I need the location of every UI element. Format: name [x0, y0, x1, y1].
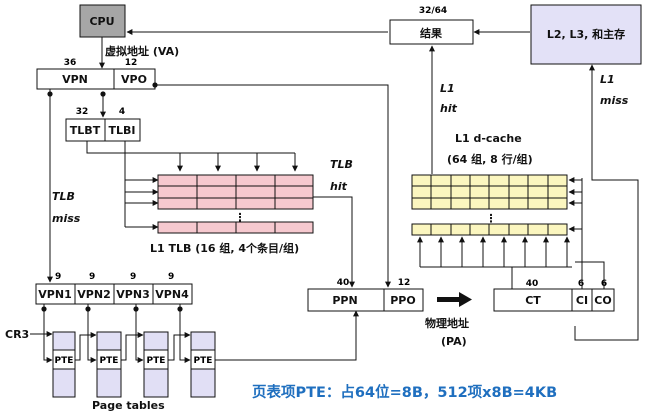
ct-bits: 40: [526, 279, 539, 289]
page-table-2: [96, 331, 122, 398]
page-table-4: [190, 331, 216, 398]
cpu-label: CPU: [89, 15, 114, 28]
vpn4-field: VPN4: [155, 288, 189, 301]
result-label: 结果: [419, 26, 442, 40]
vpn4-bits: 9: [168, 272, 174, 282]
tlb-hit-label: TLB: [330, 158, 353, 171]
tlb-index-box: [65, 118, 141, 142]
l1-hit-label-2: hit: [440, 102, 458, 115]
memory-label: L2, L3, 和主存: [547, 27, 625, 41]
vpn2-bits: 9: [89, 272, 95, 282]
tlb-dots: ⋮: [235, 211, 246, 224]
pa-label-2: (PA): [441, 335, 467, 348]
result-bits: 32/64: [419, 6, 447, 16]
va-label: 虚拟地址 (VA): [105, 44, 179, 58]
ct-field: CT: [525, 294, 541, 307]
pte-3: PTE: [147, 356, 166, 366]
vpn-bits: 36: [64, 58, 77, 68]
tlbt-bits: 32: [76, 107, 89, 117]
vpn2-field: VPN2: [77, 288, 110, 301]
l1-hit-label: L1: [440, 82, 455, 95]
cache-title: L1 d-cache: [455, 132, 522, 145]
pa-box: [307, 288, 424, 312]
tlbi-field: TLBI: [109, 124, 136, 137]
vpn-field: VPN: [62, 73, 88, 86]
vpn1-bits: 9: [55, 272, 61, 282]
co-field: CO: [594, 294, 611, 307]
pte-2: PTE: [100, 356, 119, 366]
pte-1: PTE: [55, 356, 74, 366]
tlb-sets: [157, 174, 314, 234]
tlbi-bits: 4: [119, 107, 125, 117]
cpu-box: [79, 4, 126, 38]
vpo-field: VPO: [121, 73, 147, 86]
cache-sets: [411, 174, 568, 236]
pa-to-cache-arrow: [437, 297, 461, 302]
va-box: [36, 68, 156, 90]
vpn3-bits: 9: [130, 272, 136, 282]
tlb-hit-label-2: hit: [330, 180, 348, 193]
vpn3-field: VPN3: [116, 288, 149, 301]
tlb-miss-label-2: miss: [52, 212, 81, 225]
cache-subtitle: (64 组, 8 行/组): [447, 152, 533, 166]
ppn-field: PPN: [332, 294, 357, 307]
cache-address-box: [493, 288, 615, 312]
tlb-miss-label: TLB: [52, 190, 75, 203]
l1-miss-label: L1: [600, 73, 615, 86]
memory-box: [530, 4, 642, 65]
pa-label: 物理地址: [425, 316, 469, 330]
l1-miss-label-2: miss: [600, 94, 629, 107]
ppn-bits: 40: [337, 278, 350, 288]
tlbt-field: TLBT: [70, 124, 101, 137]
ci-field: CI: [576, 294, 588, 307]
cr3-label: CR3: [5, 328, 29, 341]
ppo-field: PPO: [390, 294, 415, 307]
page-tables-label: Page tables: [92, 399, 165, 411]
ci-bits: 6: [578, 279, 584, 289]
cache-dots: ⋮: [486, 212, 497, 225]
ppo-bits: 12: [398, 278, 411, 288]
pte-size-note: 页表项PTE：占64位=8B，512项x8B=4KB: [252, 383, 557, 401]
tlb-caption: L1 TLB (16 组, 4个条目/组): [150, 241, 299, 255]
page-table-1: [52, 331, 76, 398]
pte-4: PTE: [194, 356, 213, 366]
vpo-bits: 12: [125, 58, 138, 68]
vpn1-field: VPN1: [38, 288, 71, 301]
result-box: [389, 19, 474, 45]
page-table-3: [143, 331, 169, 398]
